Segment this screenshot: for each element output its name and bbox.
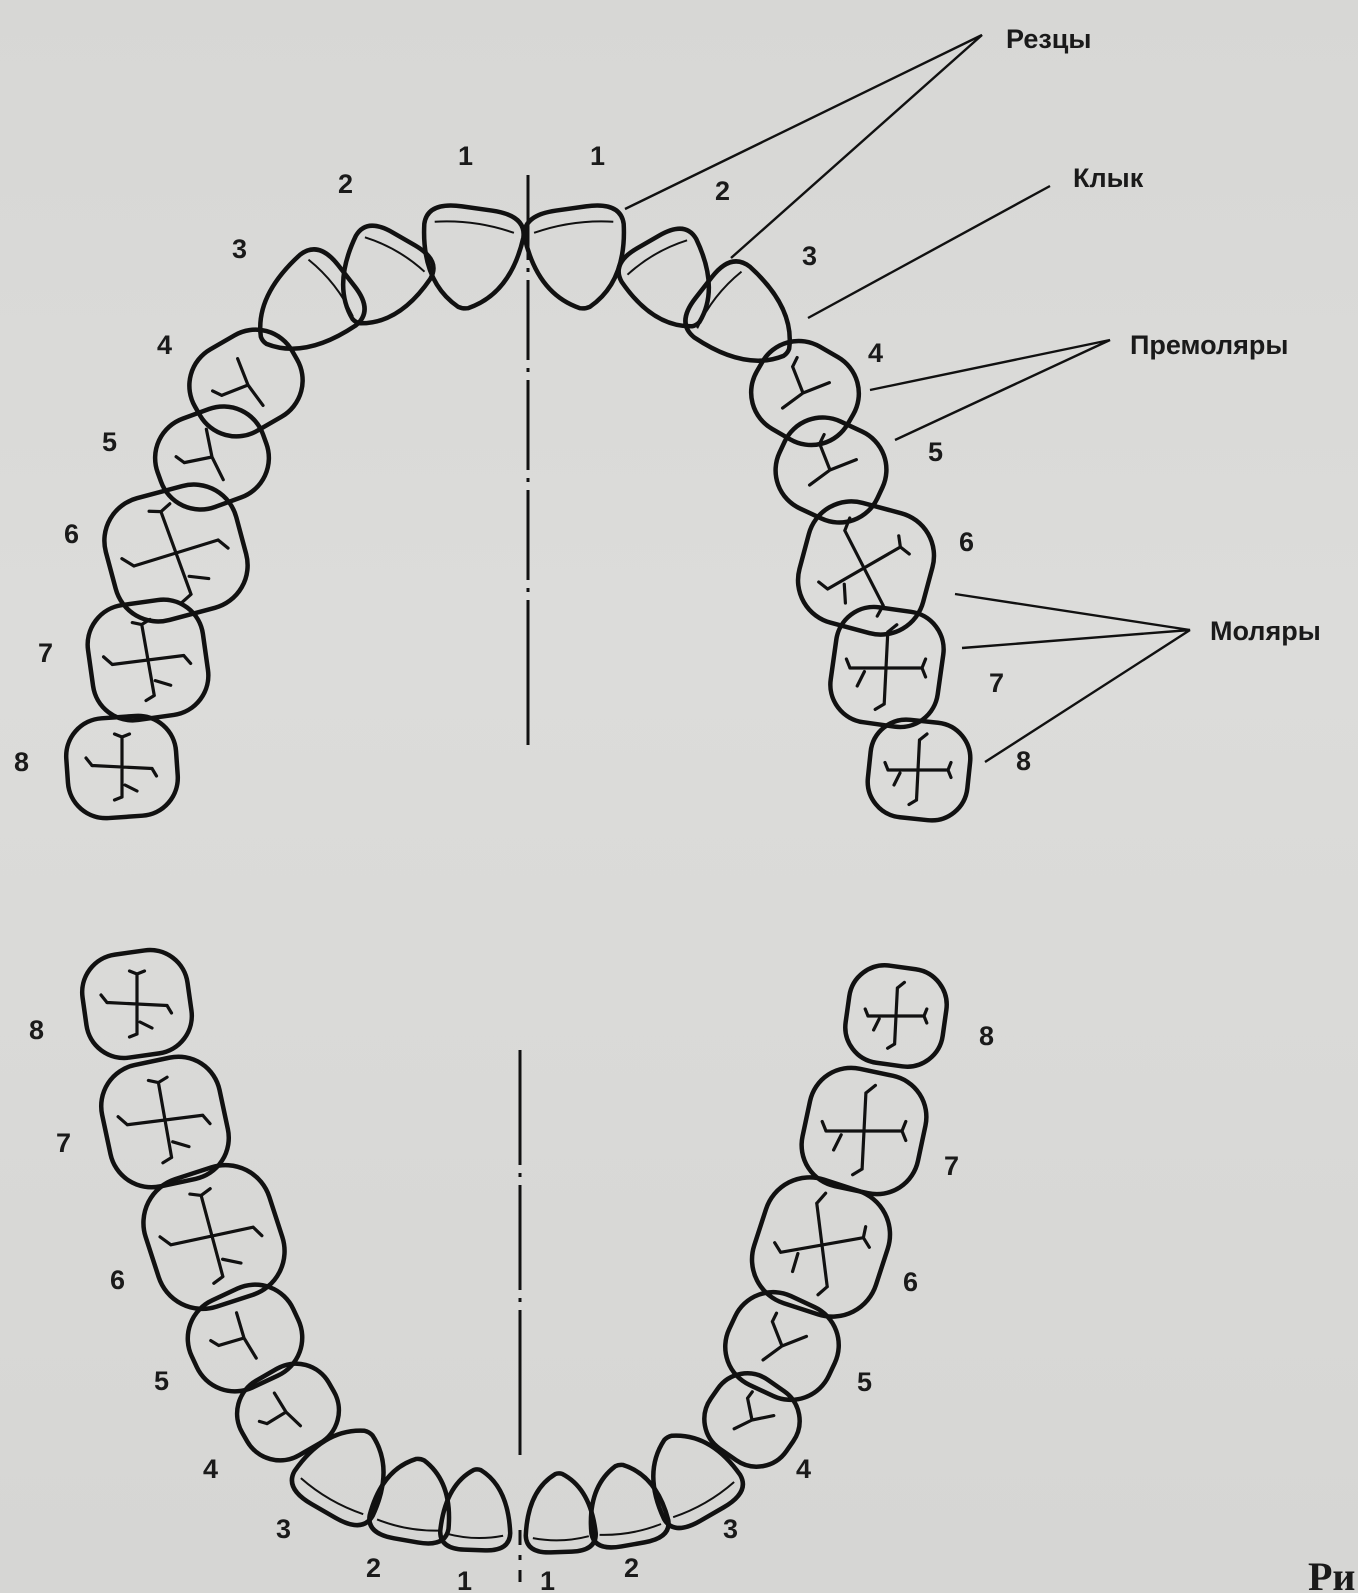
upper-left-number-4: 4 (157, 330, 172, 360)
incisors-label: Резцы (1006, 24, 1091, 54)
lower-right-number-4: 4 (796, 1454, 811, 1484)
text-layer: Резцы Клык Премоляры Моляры Ри 1 2 3 4 5… (14, 24, 1355, 1593)
upper-right-number-5: 5 (928, 437, 943, 467)
lower-left-number-1: 1 (457, 1566, 472, 1593)
lower-left-first-molar-fissure (151, 1179, 270, 1294)
lower-right-number-6: 6 (903, 1267, 918, 1297)
lower-left-number-8: 8 (29, 1015, 44, 1045)
upper-right-canine-edge (694, 269, 742, 328)
lower-left-second-molar-fissure (113, 1071, 215, 1169)
premolars-label: Премоляры (1130, 330, 1288, 360)
lower-left-second-premolar-fissure (205, 1313, 258, 1373)
lower-left-canine (285, 1410, 408, 1534)
upper-left-number-1: 1 (458, 141, 473, 171)
lower-left-lateral-incisor-edge (377, 1519, 441, 1533)
upper-right-number-6: 6 (959, 527, 974, 557)
upper-right-number-1: 1 (590, 141, 605, 171)
upper-left-first-premolar-fissure (205, 359, 264, 424)
lower-right-number-1: 1 (540, 1566, 555, 1593)
upper-left-second-molar-fissure (99, 614, 196, 707)
upper-right-central-incisor (522, 202, 635, 316)
upper-left-third-molar-fissure (86, 734, 157, 800)
lower-left-canine-edge (299, 1478, 363, 1517)
upper-right-number-7: 7 (989, 668, 1004, 698)
lower-right-number-7: 7 (944, 1151, 959, 1181)
upper-right-third-molar-fissure (885, 734, 951, 805)
premolars-leader (870, 340, 1110, 440)
lower-left-number-5: 5 (154, 1366, 169, 1396)
upper-right-lateral-incisor-edge (626, 237, 687, 275)
upper-left-central-incisor-edge (435, 218, 515, 233)
lower-right-second-molar-fissure (822, 1085, 906, 1174)
upper-right-second-premolar-fissure (791, 427, 856, 486)
upper-right-second-molar-fissure (846, 625, 925, 710)
upper-left-number-3: 3 (232, 234, 247, 264)
upper-left-number-5: 5 (102, 427, 117, 457)
lower-left-number-7: 7 (56, 1128, 71, 1158)
upper-left-first-molar-fissure (110, 490, 240, 616)
lower-right-central-incisor-edge (533, 1536, 589, 1541)
lower-right-number-5: 5 (857, 1367, 872, 1397)
lower-right-second-premolar-fissure (746, 1306, 806, 1361)
molars-label: Моляры (1210, 616, 1321, 646)
lower-right-number-8: 8 (979, 1021, 994, 1051)
upper-right-number-8: 8 (1016, 746, 1031, 776)
lower-left-number-6: 6 (110, 1265, 125, 1295)
canine-label: Клык (1073, 163, 1144, 193)
lower-left-number-2: 2 (366, 1553, 381, 1583)
lower-right-number-2: 2 (624, 1553, 639, 1583)
upper-left-number-2: 2 (338, 169, 353, 199)
lower-left-number-4: 4 (203, 1454, 218, 1484)
upper-left-lateral-incisor-edge (365, 234, 426, 272)
lower-left-third-molar-fissure (101, 971, 172, 1037)
lower-right-number-3: 3 (723, 1514, 738, 1544)
incisors-leader (625, 35, 982, 258)
lower-right-third-molar-fissure (865, 982, 927, 1048)
canine-leader (808, 186, 1050, 318)
upper-right-number-2: 2 (715, 176, 730, 206)
lower-right-lateral-incisor-edge (600, 1524, 662, 1538)
figure-caption-fragment: Ри (1308, 1554, 1355, 1593)
upper-left-number-6: 6 (64, 519, 79, 549)
lower-left-number-3: 3 (276, 1514, 291, 1544)
lower-right-first-molar-fissure (768, 1187, 876, 1300)
upper-left-canine-edge (308, 257, 356, 316)
lower-left-central-incisor-edge (447, 1534, 503, 1539)
upper-right-lateral-incisor (611, 220, 733, 346)
lower-left-first-premolar-fissure (252, 1393, 302, 1444)
upper-left-number-8: 8 (14, 747, 29, 777)
upper-right-number-3: 3 (802, 241, 817, 271)
upper-right-number-4: 4 (868, 338, 883, 368)
upper-left-canine (235, 240, 374, 376)
upper-left-number-7: 7 (38, 638, 53, 668)
upper-right-central-incisor-edge (534, 218, 614, 233)
